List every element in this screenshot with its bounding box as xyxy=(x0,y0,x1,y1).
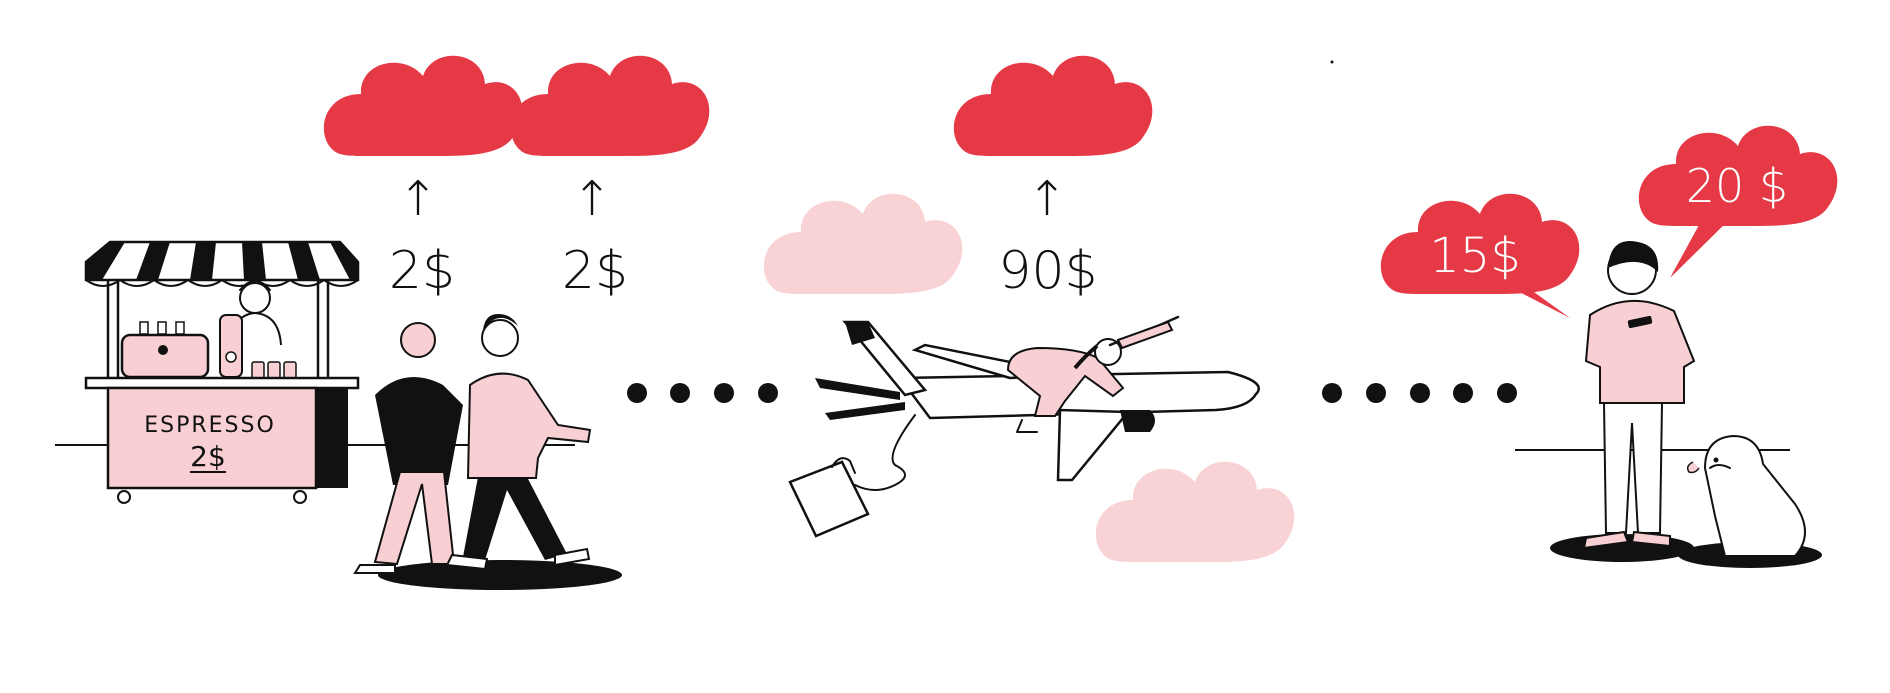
speech-bubble-2: 20 $ xyxy=(1638,125,1838,278)
transaction-1: ↑ 2$ xyxy=(389,171,455,301)
stand-sign-price: 2$ xyxy=(190,440,226,473)
pink-cloud-icon xyxy=(1095,461,1295,562)
plane-rider-figure xyxy=(1006,315,1180,433)
striped-awning-icon xyxy=(84,240,360,287)
walking-men-figures xyxy=(353,314,622,590)
pink-cloud-icon xyxy=(763,193,963,294)
bubble-price-label: 15$ xyxy=(1429,228,1521,284)
espresso-stand: ESPRESSO 2$ xyxy=(84,240,360,504)
price-label: 2$ xyxy=(562,241,628,301)
dot-separator-1 xyxy=(627,383,778,403)
bubble-price-label: 20 $ xyxy=(1686,159,1788,213)
barista-figure xyxy=(231,280,282,346)
red-cloud-icon xyxy=(510,55,710,156)
red-cloud-icon xyxy=(953,55,1153,156)
up-arrow-icon: ↑ xyxy=(398,171,438,227)
espresso-machine-icon xyxy=(120,314,297,379)
transaction-2: ↑ 2$ xyxy=(562,171,628,301)
speck xyxy=(1330,60,1334,64)
price-label: 90$ xyxy=(998,241,1097,301)
stand-sign-name: ESPRESSO xyxy=(144,413,276,438)
phone-user-figure xyxy=(1550,241,1696,562)
briefcase-icon xyxy=(788,457,870,538)
up-arrow-icon: ↑ xyxy=(1027,171,1067,227)
speech-bubble-1: 15$ xyxy=(1380,193,1580,318)
red-cloud-icon xyxy=(323,55,523,156)
price-label: 2$ xyxy=(389,241,455,301)
dog-icon xyxy=(1678,434,1822,568)
airplane-icon xyxy=(815,320,1260,491)
transaction-3: ↑ 90$ xyxy=(998,171,1097,301)
up-arrow-icon: ↑ xyxy=(572,171,612,227)
dot-separator-2 xyxy=(1322,383,1517,403)
